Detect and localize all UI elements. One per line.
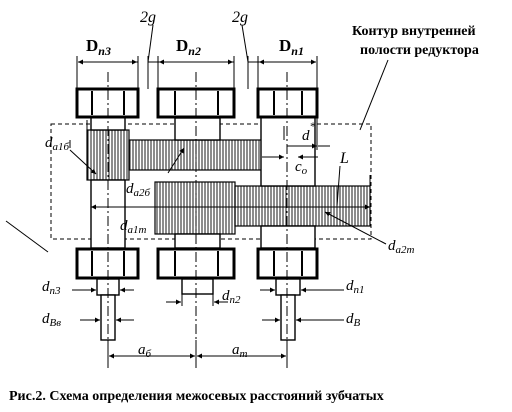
gear-z1-fast bbox=[86, 129, 130, 181]
label-2g-right: 2g bbox=[232, 9, 248, 26]
label-dp1: dп1 bbox=[346, 278, 365, 296]
dimension-lines bbox=[5, 24, 389, 359]
label-da1t: da1т bbox=[120, 218, 147, 236]
label-L: L bbox=[339, 150, 349, 167]
label-dp2: dп2 bbox=[222, 288, 241, 306]
bearing-inner-lines bbox=[91, 91, 303, 276]
label-dvv: dВв bbox=[42, 311, 61, 329]
gear-z2-fast bbox=[128, 139, 285, 171]
axis-lines bbox=[107, 72, 288, 368]
label-dn3: Dn3 bbox=[86, 36, 111, 58]
label-dp3: dп3 bbox=[42, 279, 61, 297]
label-dn2: Dn2 bbox=[176, 36, 201, 58]
label-contour-2: полости редуктора bbox=[360, 43, 479, 58]
label-dn1: Dn1 bbox=[279, 36, 304, 58]
label-dv: dВ bbox=[346, 311, 361, 329]
gears bbox=[86, 129, 371, 235]
label-contour-1: Контур внутренней bbox=[352, 24, 476, 39]
label-d-star: d bbox=[302, 128, 310, 144]
label-d-star-mark: * bbox=[310, 119, 316, 133]
label-c0: co bbox=[295, 159, 308, 177]
gear-z1-slow bbox=[154, 181, 236, 235]
label-da2b: da2б bbox=[126, 181, 151, 199]
label-da2t: da2т bbox=[388, 238, 415, 256]
label-at: aт bbox=[232, 342, 248, 360]
labels: Dn3 Dn2 Dn1 2g 2g Контур внутренней поло… bbox=[42, 9, 479, 360]
label-ab: aб bbox=[138, 342, 152, 360]
label-2g-left: 2g bbox=[140, 9, 156, 26]
gear-z2-slow bbox=[234, 185, 371, 227]
label-da1b: da1б bbox=[45, 135, 70, 153]
figure-caption: Рис.2. Схема определения межосевых расст… bbox=[9, 389, 384, 404]
